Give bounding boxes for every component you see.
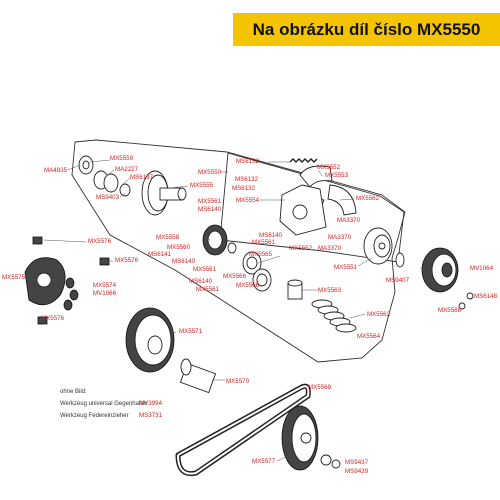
part-label: MS6132 xyxy=(236,158,260,165)
part-label: MX5562 xyxy=(356,195,380,202)
legend-title: ohne Bild: xyxy=(60,389,87,395)
part-label: MS6140 xyxy=(198,206,222,213)
part-label: MS6137 xyxy=(130,174,154,181)
small-nut-part xyxy=(32,236,110,325)
drive-belt-part xyxy=(175,383,311,477)
part-label: MA4835 xyxy=(44,167,68,174)
part-label: MX5576 xyxy=(115,257,139,264)
part-label: MS6140 xyxy=(172,258,196,265)
part-label: MA2227 xyxy=(115,166,139,173)
variator-part xyxy=(24,257,79,311)
part-label: MX5552 xyxy=(289,245,313,252)
part-label: MX5561 xyxy=(198,198,222,205)
title-banner: Na obrázku díl číslo MX5550 xyxy=(233,13,500,46)
part-label: MX5554 xyxy=(236,197,260,204)
part-label: MX5577 xyxy=(252,458,276,465)
no-picture-legend: ohne Bild: Werkzeug universal Gegenhalte… xyxy=(60,389,163,419)
part-label: MX5563 xyxy=(318,287,342,294)
part-label: MS6140 xyxy=(259,232,283,239)
part-label: MX5575 xyxy=(2,274,26,281)
part-label: MS9437 xyxy=(345,459,369,466)
clutch-plate-part xyxy=(279,184,327,236)
part-label: MX5576 xyxy=(88,238,112,245)
part-label: MX5552 xyxy=(317,164,341,171)
part-label: MX5550 xyxy=(198,169,222,176)
part-label: MA3370 xyxy=(337,217,361,224)
washer-part xyxy=(242,251,272,292)
part-label: MX5558 xyxy=(156,234,180,241)
part-label: MS6132 xyxy=(235,176,259,183)
part-label: MS9403 xyxy=(96,194,120,201)
part-label: MX5561 xyxy=(196,286,220,293)
part-label: MX5561 xyxy=(193,266,217,273)
part-label: MX5569 xyxy=(308,384,332,391)
legend-row-code: MV3994 xyxy=(139,400,163,407)
part-label: MX5564 xyxy=(357,333,381,340)
part-label: MX5566 xyxy=(236,282,260,289)
part-label: MV1064 xyxy=(470,265,494,272)
bolt-part xyxy=(458,292,474,310)
part-label: MS6132 xyxy=(232,185,256,192)
leader-lines xyxy=(26,159,425,462)
clutch-hub-part xyxy=(363,227,405,268)
fan-part xyxy=(281,405,341,471)
part-label: MX5574 xyxy=(93,282,117,289)
part-label: MX5566 xyxy=(223,273,247,280)
bushing-part xyxy=(179,358,217,394)
sleeve-part xyxy=(287,279,303,300)
main-spring-part xyxy=(311,299,357,333)
part-label: MX5559 xyxy=(110,155,134,162)
outer-assembly-frame xyxy=(71,139,406,363)
part-label: MX5565 xyxy=(249,251,273,258)
part-label: MX5562 xyxy=(367,311,391,318)
part-label: MX5560 xyxy=(167,244,191,251)
part-label: MX5555 xyxy=(190,182,214,189)
page-title: Na obrázku díl číslo MX5550 xyxy=(252,19,481,39)
part-label: MV1066 xyxy=(93,290,117,297)
part-label: MS9439 xyxy=(345,468,369,475)
part-label: MX5551 xyxy=(334,264,358,271)
part-label: MA3370 xyxy=(328,234,352,241)
clutch-bell-part xyxy=(421,247,459,293)
part-label: MS6148 xyxy=(474,293,498,300)
legend-row-text: Werkzeug Federeinzieher xyxy=(60,413,129,419)
part-label: MX5576 xyxy=(41,315,65,322)
part-label: MX5571 xyxy=(179,328,203,335)
torque-driver-part xyxy=(202,224,237,256)
part-label: MX5553 xyxy=(325,172,349,179)
part-label: MX5561 xyxy=(252,239,276,246)
part-label: MS6141 xyxy=(148,251,172,258)
part-label: MS9407 xyxy=(386,277,410,284)
movable-sheave-part xyxy=(141,170,187,216)
part-labels: MA4835 MX5559 MA2227 MS6137 MS9403 MX555… xyxy=(2,155,498,475)
part-label: MX5568 xyxy=(438,307,462,314)
drive-face-part xyxy=(125,307,175,373)
part-label: MX5570 xyxy=(226,378,250,385)
part-label: MA3370 xyxy=(318,245,342,252)
legend-row-code: MS3731 xyxy=(139,412,163,419)
legend-row-text: Werkzeug universal Gegenhalter xyxy=(60,401,147,407)
part-label: MS6140 xyxy=(189,278,213,285)
shaft-collar-part xyxy=(78,155,131,197)
